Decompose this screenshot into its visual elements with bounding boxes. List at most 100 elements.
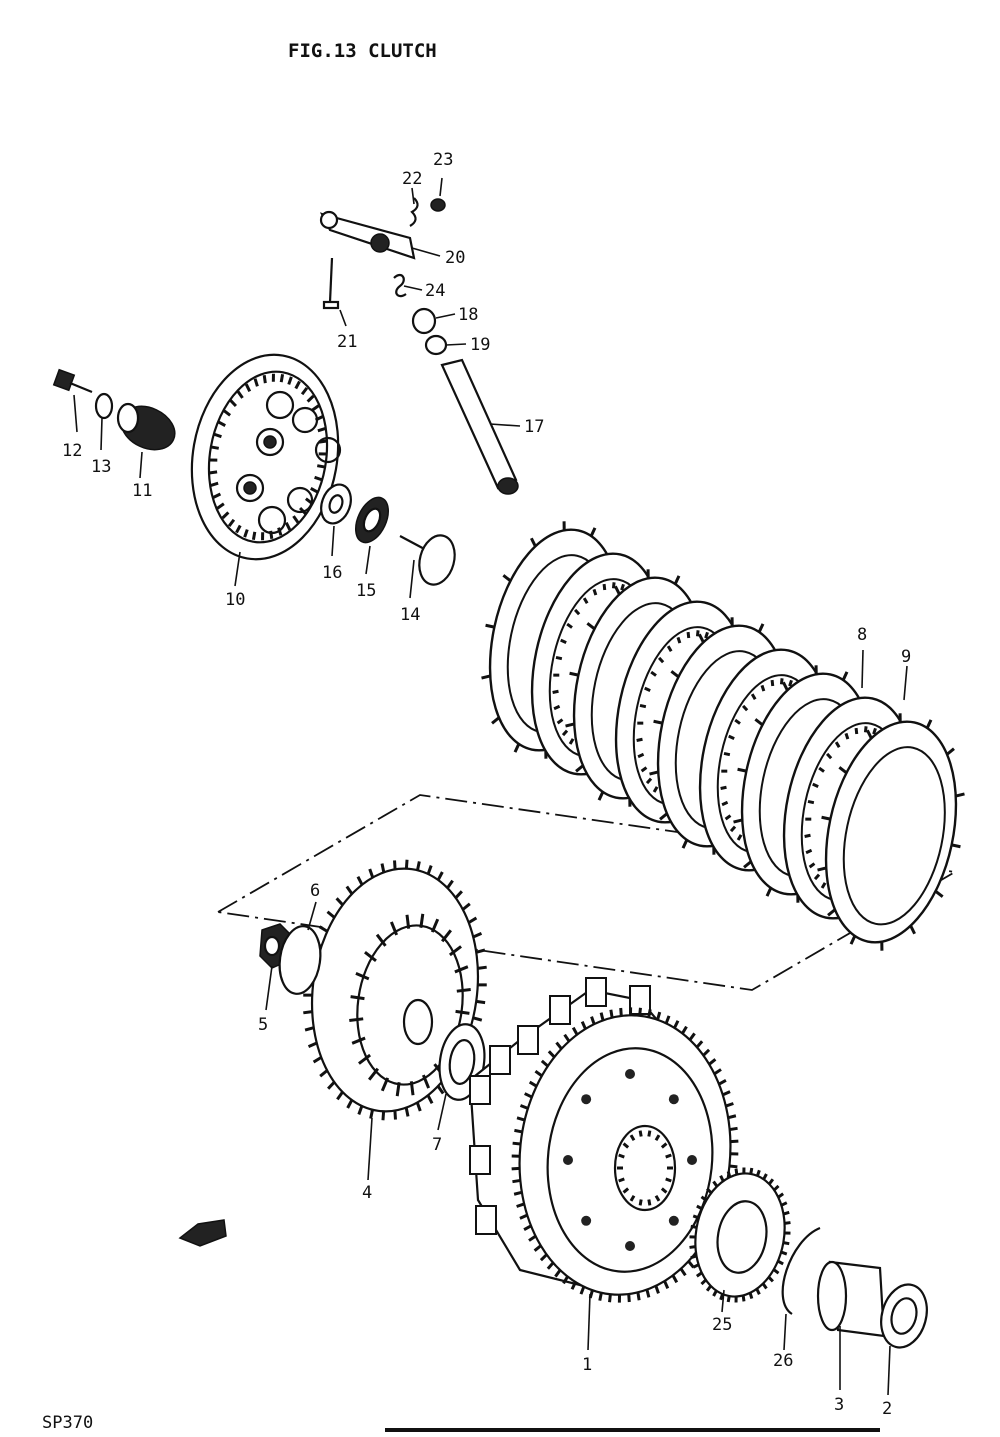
pressure-plate-tooth: [314, 475, 323, 482]
hub-gear-tooth: [393, 860, 397, 870]
hub-gear-tooth: [467, 916, 478, 924]
steel-spline: [639, 703, 647, 709]
oil-pump-gear-tooth: [784, 1221, 791, 1225]
housing-rivet: [581, 1215, 592, 1226]
friction-tab: [659, 812, 668, 821]
steel-spline: [676, 636, 682, 644]
oil-pump-gear-tooth: [719, 1293, 725, 1301]
pressure-plate-tooth: [253, 378, 259, 387]
friction-tab: [569, 671, 579, 677]
hub-gear-tooth: [318, 925, 329, 933]
oil-pump-gear-tooth: [696, 1204, 703, 1211]
hub-gear-tooth: [436, 871, 444, 881]
housing-gear-tooth: [708, 1058, 717, 1066]
housing-rivet: [625, 1241, 635, 1251]
cotter-pin: [409, 197, 419, 227]
housing-gear-tooth: [645, 1289, 651, 1298]
washer: [94, 392, 114, 420]
nut: [430, 198, 446, 212]
hub-spline: [389, 921, 399, 936]
hub-gear-tooth: [381, 1111, 386, 1121]
housing-gear-tooth: [546, 1261, 555, 1270]
steel-spline: [686, 631, 691, 639]
hub-gear-tooth: [380, 863, 386, 873]
steel-spline: [645, 777, 653, 785]
hub-gear-tooth: [304, 1026, 315, 1032]
friction-tab: [817, 866, 827, 872]
housing-gear-tooth: [654, 1285, 660, 1294]
oil-pump-gear-tooth: [726, 1295, 731, 1303]
steel-spline: [728, 734, 735, 740]
pressure-plate-tooth: [229, 399, 237, 408]
callout-22: 22: [402, 169, 422, 189]
thrust-washer-end: [880, 1283, 928, 1349]
steel-spline: [636, 737, 643, 742]
oil-pump-gear-tooth: [712, 1180, 719, 1188]
o-ring: [424, 334, 448, 356]
housing-gear-tooth: [687, 1260, 695, 1269]
housing-gear-tooth: [516, 1116, 526, 1122]
steel-spline: [820, 882, 827, 889]
callout-10: 10: [225, 590, 245, 610]
housing-gear-tooth: [528, 1080, 538, 1088]
oil-pump-gear-tooth: [700, 1278, 707, 1286]
housing-gear-tooth: [571, 1026, 579, 1036]
pressure-plate-tooth: [310, 487, 319, 494]
housing-gear-tooth: [528, 1234, 537, 1242]
housing-finger: [469, 1075, 491, 1105]
steel-spline: [779, 678, 784, 685]
oil-pump-gear-tooth: [780, 1201, 788, 1207]
pressure-plate-tooth: [222, 409, 232, 417]
callout-9: 9: [901, 647, 911, 667]
hub-spline: [409, 1081, 415, 1096]
release-shaft: [440, 358, 519, 495]
friction-tab: [849, 935, 857, 945]
callout-20: 20: [445, 248, 465, 268]
release-bearing: [355, 496, 389, 544]
friction-tab: [485, 623, 495, 629]
pressure-plate-tooth: [213, 432, 222, 439]
hub-gear-tooth: [357, 1105, 364, 1115]
friction-tab: [951, 843, 961, 849]
friction-tab: [955, 792, 965, 798]
pressure-plate-tooth: [217, 420, 226, 427]
friction-tab: [909, 925, 916, 935]
housing-gear-tooth: [702, 1048, 711, 1057]
steel-spline: [788, 679, 793, 687]
housing-gear-tooth: [713, 1068, 722, 1076]
housing-gear-tooth: [562, 1275, 569, 1285]
steel-spline: [854, 727, 859, 735]
hub-spline: [364, 951, 377, 963]
housing-gear-tooth: [663, 1280, 670, 1289]
callout-11: 11: [132, 481, 152, 501]
figure-code: SP370: [42, 1413, 93, 1433]
callout-12: 12: [62, 441, 82, 461]
housing-gear-tooth: [579, 1286, 586, 1295]
hub-gear-tooth: [393, 1110, 397, 1120]
oil-pump-gear-tooth: [690, 1254, 697, 1260]
hub-gear-tooth: [345, 885, 354, 895]
hub-gear-tooth: [368, 868, 375, 878]
friction-tab: [681, 839, 689, 849]
housing-pinion-tooth: [665, 1177, 672, 1183]
housing-gear-tooth: [673, 1020, 680, 1029]
steel-spline: [582, 597, 589, 605]
steel-spline: [644, 686, 651, 692]
steel-spline: [825, 752, 833, 760]
steel-spline: [834, 741, 841, 749]
clutch-plate-stack: [481, 521, 965, 951]
friction-tab: [841, 671, 849, 681]
pressure-plate: [190, 353, 342, 561]
hub-gear-tooth: [446, 879, 454, 889]
housing-pinion-tooth: [629, 1134, 636, 1142]
circlip: [781, 1226, 821, 1315]
callout-19: 19: [470, 335, 490, 355]
hub-gear-tooth: [472, 1016, 483, 1022]
hub-spline: [454, 965, 469, 974]
housing-gear-tooth: [695, 1040, 704, 1049]
callout-7: 7: [432, 1135, 442, 1155]
oil-pump-gear-tooth: [692, 1214, 700, 1220]
pressure-plate-tooth: [311, 404, 320, 412]
pressure-plate-tooth: [251, 531, 257, 540]
callout-23: 23: [433, 150, 453, 170]
